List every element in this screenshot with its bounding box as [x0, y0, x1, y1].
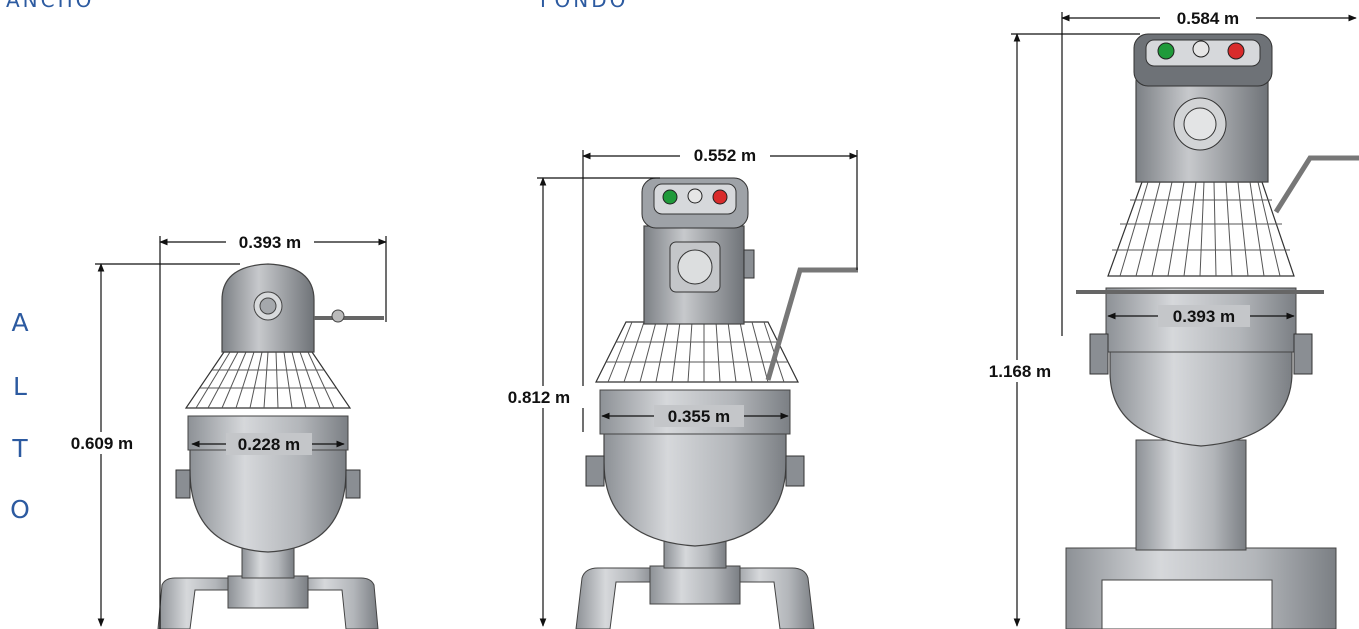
side-letter-o: O [10, 495, 30, 524]
medium-height-label: 0.812 m [508, 388, 570, 407]
medium-bowl-label: 0.355 m [668, 407, 730, 426]
small-height-label: 0.609 m [71, 434, 133, 453]
small-width-label: 0.393 m [239, 233, 301, 252]
side-letter-a: A [11, 308, 29, 337]
mixer-medium [575, 177, 858, 629]
medium-width-label: 0.552 m [694, 146, 756, 165]
small-bowl-label: 0.228 m [238, 435, 300, 454]
top-label-center: FONDO [540, 0, 629, 12]
large-width-label: 0.584 m [1177, 9, 1239, 28]
side-letter-t: T [12, 434, 28, 463]
side-letter-l: L [13, 372, 27, 401]
large-height-label: 1.168 m [989, 362, 1051, 381]
top-label-left: ANCHO [6, 0, 95, 12]
large-bowl-label: 0.393 m [1173, 307, 1235, 326]
mixer-large [1065, 33, 1359, 629]
